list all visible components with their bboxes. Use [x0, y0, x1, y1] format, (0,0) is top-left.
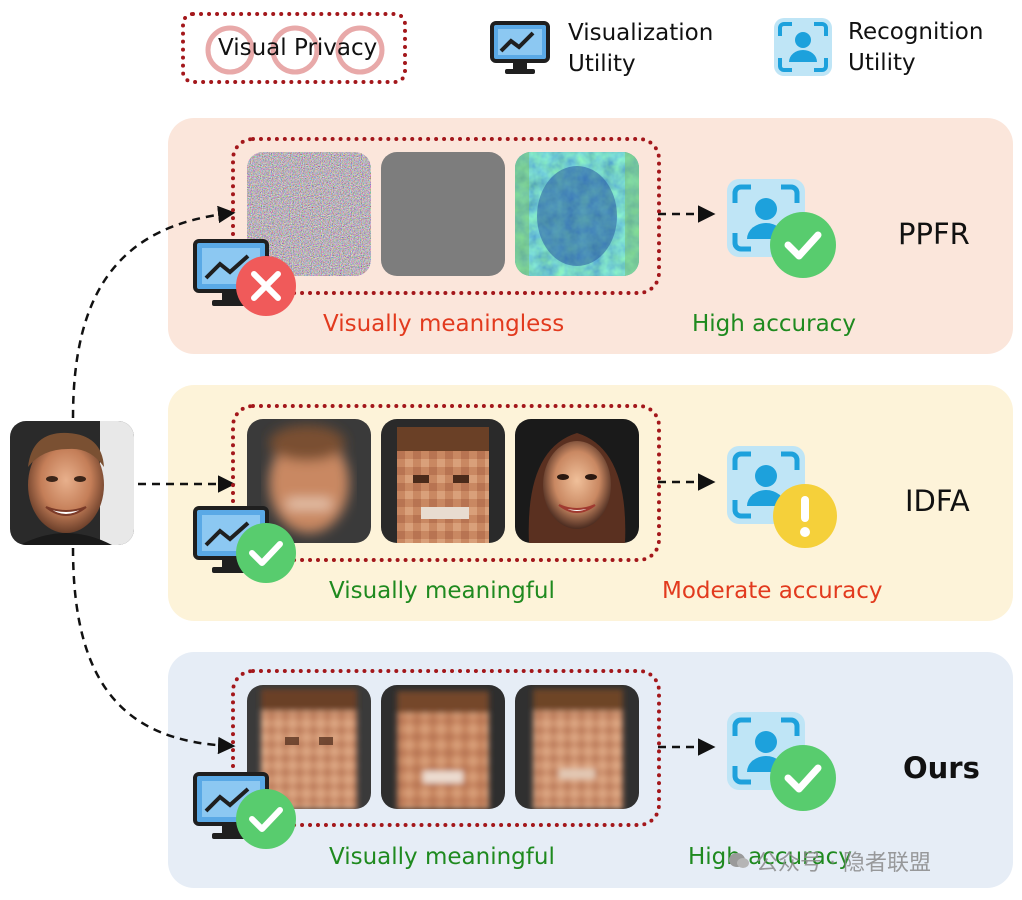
source-face-image	[10, 421, 134, 545]
check-icon	[236, 523, 296, 583]
visual-privacy-legend-box	[181, 12, 407, 84]
visualization-utility-label-line1: Visualization	[568, 20, 714, 46]
recognition-utility-label-line1: Recognition	[848, 19, 984, 45]
idfa-privacy-box	[231, 404, 661, 562]
watermark-text: 公众号 · 隐者联盟	[756, 851, 931, 876]
ours-face-image-2	[381, 685, 505, 809]
idfa-blurred-face-image	[247, 419, 371, 543]
cross-icon	[236, 256, 296, 316]
idfa-pixelated-face-image	[381, 419, 505, 543]
warning-icon	[773, 484, 837, 548]
recognition-icon	[774, 18, 832, 76]
visualization-utility-label-line2: Utility	[568, 51, 636, 77]
visual-privacy-label: Visual Privacy	[218, 35, 378, 61]
ppfr-gray-image	[381, 152, 505, 276]
check-icon	[236, 789, 296, 849]
idfa-method-label: IDFA	[905, 484, 970, 518]
check-icon	[770, 745, 836, 811]
ppfr-recognition-status	[727, 179, 836, 278]
wechat-icon	[729, 853, 749, 868]
ours-visualization-status	[193, 772, 296, 849]
ppfr-heatmap-image	[515, 152, 639, 276]
ours-face-image-3	[515, 685, 639, 809]
ours-accuracy-caption: High accuracy	[688, 844, 852, 870]
ours-visual-caption: Visually meaningful	[329, 844, 555, 870]
monitor-icon	[490, 21, 550, 74]
ours-recognition-status	[727, 712, 836, 811]
ours-method-label: Ours	[903, 751, 980, 785]
ours-privacy-box	[231, 669, 661, 827]
idfa-accuracy-caption: Moderate accuracy	[662, 578, 883, 604]
visual-privacy-circles-icon	[205, 25, 385, 75]
ppfr-method-label: PPFR	[898, 217, 970, 251]
idfa-recognition-status	[727, 446, 837, 548]
idfa-visualization-status	[193, 506, 296, 583]
check-icon	[770, 212, 836, 278]
ppfr-privacy-box	[231, 137, 661, 295]
idfa-synthetic-face-image	[515, 419, 639, 543]
recognition-utility-label-line2: Utility	[848, 50, 916, 76]
ppfr-accuracy-caption: High accuracy	[692, 311, 856, 337]
idfa-visual-caption: Visually meaningful	[329, 578, 555, 604]
ppfr-visual-caption: Visually meaningless	[323, 311, 565, 337]
ppfr-visualization-status	[193, 239, 296, 316]
